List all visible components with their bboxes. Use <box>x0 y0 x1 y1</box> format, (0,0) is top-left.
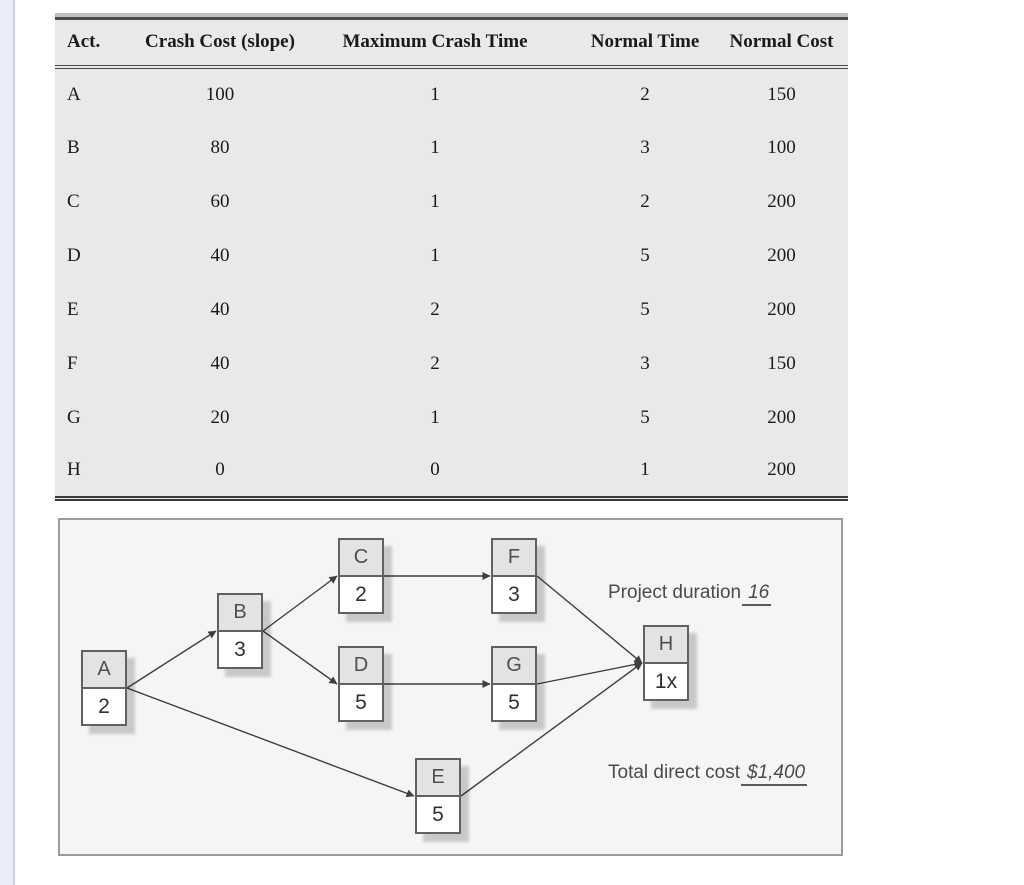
table-cell: 1 <box>430 83 440 105</box>
col-header-normal-time: Normal Time <box>590 31 700 53</box>
node-value: 5 <box>417 797 459 832</box>
node-letter: B <box>219 595 261 632</box>
node-value: 3 <box>219 632 261 667</box>
activity-table: Act. Crash Cost (slope) Maximum Crash Ti… <box>55 17 848 501</box>
table-row: E 40 2 5 200 <box>55 283 848 337</box>
node-letter: C <box>340 540 382 577</box>
table-cell: 200 <box>767 298 796 320</box>
node-value: 2 <box>340 577 382 612</box>
node-letter: D <box>340 648 382 685</box>
table-cell: 40 <box>210 298 230 320</box>
table-cell: 200 <box>767 406 796 428</box>
table-cell: 40 <box>210 352 230 374</box>
table-cell: 3 <box>640 352 650 374</box>
node-value: 5 <box>493 685 535 720</box>
project-duration-value: 16 <box>742 582 772 606</box>
edge-a-e <box>126 687 415 798</box>
table-cell: G <box>67 406 81 428</box>
table-row: F 40 2 3 150 <box>55 337 848 391</box>
left-margin-stripe <box>0 0 15 885</box>
table-cell: B <box>67 136 80 158</box>
project-duration-label: Project duration <box>608 582 742 603</box>
table-cell: 150 <box>767 352 796 374</box>
table-cell: 1 <box>640 459 650 481</box>
node-value: 1x <box>645 664 687 699</box>
table-cell: 80 <box>210 136 230 158</box>
table-cell: 200 <box>767 459 796 481</box>
node-letter: A <box>83 652 125 689</box>
node-letter: E <box>417 760 459 797</box>
node-value: 3 <box>493 577 535 612</box>
table-cell: A <box>67 83 81 105</box>
node-value: 5 <box>340 685 382 720</box>
col-header-crash-cost: Crash Cost (slope) <box>145 31 295 53</box>
table-row: H 0 0 1 200 <box>55 445 848 499</box>
col-header-act: Act. <box>67 31 101 53</box>
table-cell: 3 <box>640 136 650 158</box>
table-row: G 20 1 5 200 <box>55 391 848 445</box>
total-direct-cost-value: $1,400 <box>741 762 808 786</box>
table-cell: 5 <box>640 244 650 266</box>
edge-e-h <box>460 662 643 797</box>
table-cell: 5 <box>640 298 650 320</box>
table-row: A 100 1 2 150 <box>55 67 848 121</box>
table-cell: 40 <box>210 244 230 266</box>
table-cell: 2 <box>430 352 440 374</box>
table-cell: 1 <box>430 136 440 158</box>
table-cell: 1 <box>430 190 440 212</box>
table-cell: H <box>67 459 81 481</box>
edge-f-h <box>536 575 643 664</box>
table-cell: C <box>67 190 80 212</box>
table-cell: 5 <box>640 406 650 428</box>
total-direct-cost-annotation: Total direct cost$1,400 <box>608 762 808 786</box>
node-letter: G <box>493 648 535 685</box>
edge-b-c <box>262 575 338 632</box>
table-cell: E <box>67 298 79 320</box>
table-cell: 2 <box>430 298 440 320</box>
table-cell: 150 <box>767 83 796 105</box>
table-cell: 60 <box>210 190 230 212</box>
edge-g-h <box>536 660 643 685</box>
node-letter: F <box>493 540 535 577</box>
diagram-edges <box>126 572 643 798</box>
table-row: C 60 1 2 200 <box>55 175 848 229</box>
table-cell: 0 <box>430 459 440 481</box>
node-letter: H <box>645 627 687 664</box>
header-row: Act. Crash Cost (slope) Maximum Crash Ti… <box>55 19 848 67</box>
table-cell: 200 <box>767 190 796 212</box>
table-cell: 100 <box>205 83 235 105</box>
col-header-max-crash-time: Maximum Crash Time <box>342 31 528 53</box>
table-cell: 100 <box>767 136 796 158</box>
activity-table-header: Act. Crash Cost (slope) Maximum Crash Ti… <box>55 19 848 67</box>
edge-a-b <box>126 630 217 689</box>
table-cell: 20 <box>210 406 230 428</box>
table-cell: 0 <box>215 459 225 481</box>
table-cell: 2 <box>640 83 650 105</box>
table-cell: 200 <box>767 244 796 266</box>
node-value: 2 <box>83 689 125 724</box>
table-cell: 1 <box>430 244 440 266</box>
table-row: D 40 1 5 200 <box>55 229 848 283</box>
table-cell: D <box>67 244 81 266</box>
edge-b-d <box>262 630 338 685</box>
col-header-normal-cost: Normal Cost <box>729 31 834 53</box>
table-row: B 80 1 3 100 <box>55 121 848 175</box>
table-cell: 2 <box>640 190 650 212</box>
table-cell: 1 <box>430 406 440 428</box>
table-cell: F <box>67 352 78 374</box>
total-direct-cost-label: Total direct cost <box>608 762 740 783</box>
